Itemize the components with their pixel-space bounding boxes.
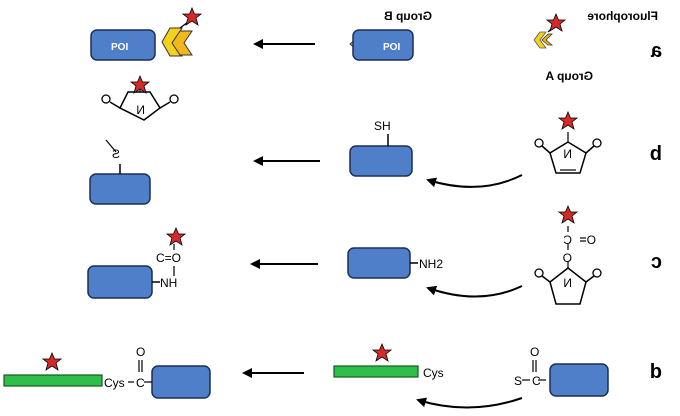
peptide-star-icon [371,342,393,362]
row-label-d: d [650,361,662,383]
fluorophore-label: Fluorophore [587,9,658,23]
group-b-label: Group B [384,9,432,23]
amide-product: NH C=O [87,244,181,299]
product-c-star-icon [165,226,187,246]
amine-protein-reactant: NH2 [347,247,443,279]
curved-arrow-b [426,174,523,188]
row-label-c: c [651,251,662,273]
product-cys-label: Cys [104,376,125,390]
group-a-label: Group A [545,69,593,83]
svg-text:C: C [563,233,572,247]
curved-arrow-d [416,397,523,409]
svg-text:S: S [112,147,120,161]
cys-peptide-reactant: Cys [333,365,444,380]
row-label-a: a [650,40,662,62]
carbonyl-label: C=O [156,251,181,265]
product-d-star-icon [41,351,63,371]
poi-product-label: POI [111,42,128,53]
svg-text:O: O [587,233,596,247]
thioester-s-label: S [514,374,522,388]
fluorophore-star-icon [545,12,567,32]
poi-tagged-reactant: POI [349,29,414,61]
thiol-maleimide-product: S N [89,84,179,205]
svg-text:N: N [563,147,572,161]
thioester-protein-reactant: C O S [514,345,609,397]
cys-label: Cys [423,366,444,380]
amide-nh-label: NH [160,276,177,290]
ligation-product: C O Cys [3,345,211,399]
product-c-label: C [136,376,145,390]
nhs-ester-fluorophore-reactant: N O C O [534,226,602,305]
amine-label: NH2 [419,257,443,271]
row-label-b: b [650,143,662,165]
poi-labeled-product: POI [90,21,193,61]
curved-arrow-c [426,285,523,298]
svg-text:O: O [563,251,572,265]
thiol-protein-reactant: SH [349,119,413,177]
thiol-label: SH [374,119,391,133]
poi-label: POI [383,42,400,53]
svg-text:N: N [563,276,572,290]
carbonyl-c-label: C [532,374,541,388]
nhs-star-icon [557,204,579,224]
svg-text:N: N [136,103,145,117]
product-b-star-icon [129,74,151,94]
maleimide-star-icon [557,110,579,130]
carbonyl-o-label: O [530,345,539,359]
product-o-label: O [136,345,145,359]
maleimide-fluorophore-reactant: N [534,132,602,174]
product-a-star-icon [181,6,203,26]
